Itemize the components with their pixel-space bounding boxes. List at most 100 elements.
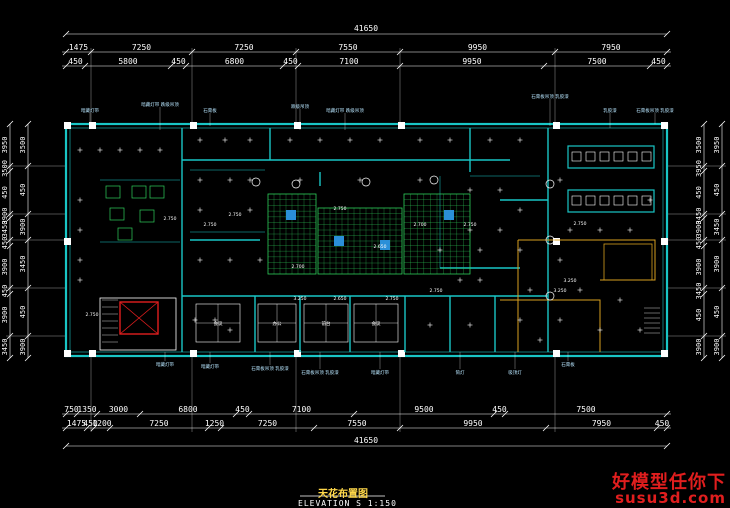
dimension-lines: 41650 1475 7250 7250 7550 9950 7950 450 5800 450 6… xyxy=(1,24,726,497)
bottom-dim-row2-label: 450 xyxy=(655,419,670,428)
annotation-label: 暗藏灯带 xyxy=(201,363,219,370)
right-dim-outer-tick xyxy=(700,354,708,362)
annotation-label: 暗藏灯带 xyxy=(371,369,389,376)
structural-column xyxy=(64,350,71,357)
top-dim-row1-tick xyxy=(663,48,671,56)
overall-dim-top-tick xyxy=(663,30,671,38)
ceiling-level: 2.700 xyxy=(292,264,305,270)
annotation-label: 石膏板吊顶 乳胶漆 xyxy=(636,107,674,114)
furniture-block xyxy=(105,185,121,199)
top-dim-row1-label: 1475 xyxy=(69,43,88,52)
top-dim-row2-tick xyxy=(182,62,190,70)
left-dim-inner-label: 3450 xyxy=(19,256,27,273)
light-panel xyxy=(571,151,582,162)
top-dim-row2-label: 5800 xyxy=(118,57,137,66)
bottom-dim-row1-label: 450 xyxy=(492,405,507,414)
top-dim-row1-label: 9950 xyxy=(468,43,487,52)
orange-room xyxy=(603,243,653,281)
ceiling-lamp xyxy=(251,177,261,187)
light-panel xyxy=(613,195,624,206)
right-dim-outer-label: 3500 xyxy=(695,137,703,154)
light-panel xyxy=(599,195,610,206)
bottom-dim-row2-label: 1250 xyxy=(205,419,224,428)
bottom-dim-row1-tick xyxy=(501,410,509,418)
bottom-dim-row1-label: 3000 xyxy=(109,405,128,414)
structural-column xyxy=(294,350,301,357)
right-dim-outer-label: 450 xyxy=(695,186,703,199)
top-dim-row2-tick xyxy=(279,62,287,70)
left-dim-outer-label: 3900 xyxy=(1,307,9,324)
left-dim-inner-label: 3900 xyxy=(19,339,27,356)
structural-column xyxy=(294,122,301,129)
bottom-dim-row1-label: 7100 xyxy=(292,405,311,414)
structural-column xyxy=(553,350,560,357)
structural-column xyxy=(661,238,668,245)
left-dim-inner-label: 450 xyxy=(19,306,27,319)
left-dim-outer-tick xyxy=(6,242,14,250)
annotation-label: 暗藏灯带 跌级吊顶 xyxy=(326,107,364,114)
light-panel xyxy=(599,151,610,162)
bottom-dim-row1-label: 9500 xyxy=(414,405,433,414)
bottom-dim-row2-tick xyxy=(204,424,212,432)
right-dim-outer-tick xyxy=(700,290,708,298)
right-dim-inner-tick xyxy=(718,354,726,362)
right-dim-outer-label: 3900 xyxy=(695,259,703,276)
top-dim-row1-label: 7950 xyxy=(601,43,620,52)
bottom-dim-row1-tick xyxy=(62,410,70,418)
top-dim-row2-tick xyxy=(167,62,175,70)
bottom-dim-row2-label: 7250 xyxy=(258,419,277,428)
right-dim-outer-label: 3900 xyxy=(695,221,703,238)
bottom-dim-row2-tick xyxy=(542,424,550,432)
ceiling-level: 2.750 xyxy=(386,296,399,302)
bottom-dim-row1-tick xyxy=(93,410,101,418)
watermark-slogan: 好模型任你下 xyxy=(612,472,726,493)
drawing-subtitle: ELEVATION S 1:150 xyxy=(298,499,397,508)
ceiling-lamp xyxy=(545,291,555,301)
annotation-label: 跌级吊顶 xyxy=(291,103,309,110)
elevator-shaft xyxy=(119,301,159,335)
structural-column xyxy=(398,122,405,129)
top-dim-row2-tick xyxy=(663,62,671,70)
elevator-cross xyxy=(119,301,159,335)
bottom-dim-row1-label: 6800 xyxy=(178,405,197,414)
overall-dim-top-label: 41650 xyxy=(354,24,378,33)
right-dim-inner-label: 3900 xyxy=(713,339,721,356)
top-dim-row2-tick xyxy=(646,62,654,70)
overall-dim-bottom-tick xyxy=(663,442,671,450)
room-tag: 前台 xyxy=(322,320,331,327)
light-panel xyxy=(613,151,624,162)
right-dim-inner-label: 3950 xyxy=(713,137,721,154)
right-dim-inner-tick xyxy=(718,120,726,128)
bottom-dim-row2-tick xyxy=(106,424,114,432)
structural-column xyxy=(89,350,96,357)
right-dim-inner-label: 450 xyxy=(713,184,721,197)
top-dim-row1-tick xyxy=(62,48,70,56)
left-dim-outer-label: 3450 xyxy=(1,221,9,238)
bottom-dim-row1-tick xyxy=(232,410,240,418)
ceiling-level: 2.750 xyxy=(430,288,443,294)
ceiling-level: 2.750 xyxy=(164,216,177,222)
structural-column xyxy=(89,122,96,129)
bottom-dim-row1-label: 750 xyxy=(64,405,79,414)
bottom-dim-row2-label: 450 xyxy=(83,419,98,428)
ceiling-level: 2.750 xyxy=(464,222,477,228)
light-panel xyxy=(585,195,596,206)
bottom-dim-row2-tick xyxy=(653,424,661,432)
top-dim-row1-label: 7250 xyxy=(132,43,151,52)
left-dim-outer-label: 450 xyxy=(1,285,9,298)
ceiling-lamp xyxy=(361,177,371,187)
ceiling-level: 2.750 xyxy=(204,222,217,228)
bottom-dim-row2-label: 9950 xyxy=(463,419,482,428)
furniture-block xyxy=(117,227,133,241)
annotation-label: 石膏板吊顶 乳胶漆 xyxy=(251,365,289,372)
ceiling-level: 2.650 xyxy=(374,244,387,250)
top-dim-row1-label: 7550 xyxy=(338,43,357,52)
room-tag: 会议 xyxy=(214,320,223,327)
top-dim-row2-label: 6800 xyxy=(225,57,244,66)
top-dim-row2-label: 450 xyxy=(171,57,186,66)
bottom-dim-row2-tick xyxy=(310,424,318,432)
bottom-dim-row1-label: 450 xyxy=(235,405,250,414)
ceiling-level: 2.650 xyxy=(334,296,347,302)
